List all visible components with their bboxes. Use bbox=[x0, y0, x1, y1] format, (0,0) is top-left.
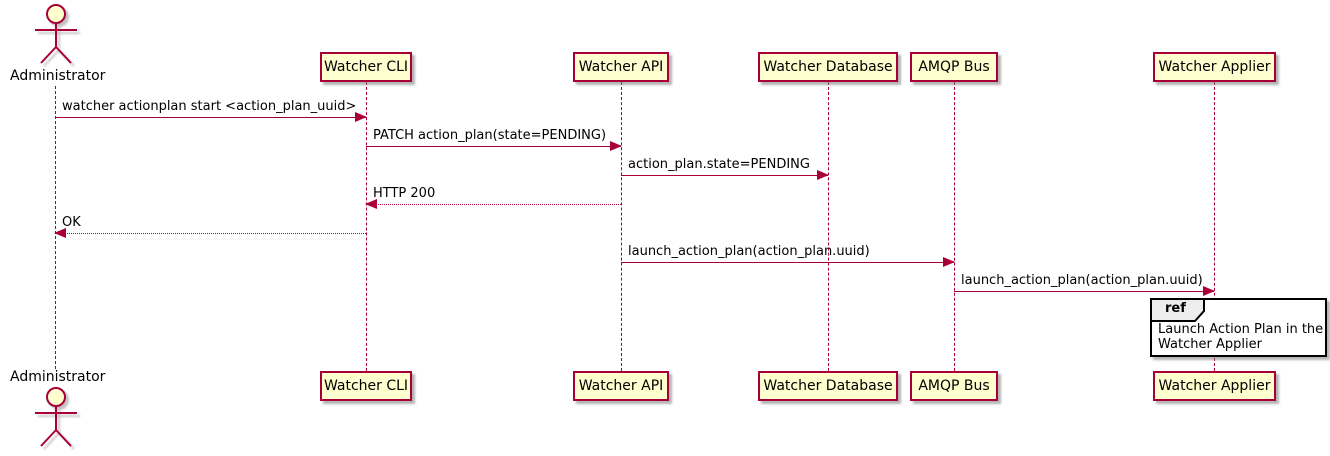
arrowhead-right-icon bbox=[610, 141, 622, 151]
message-line bbox=[55, 233, 366, 234]
message-label: watcher actionplan start <action_plan_uu… bbox=[62, 99, 357, 114]
actor-name-top: Administrator bbox=[10, 68, 106, 84]
message-label: launch_action_plan(action_plan.uuid) bbox=[961, 273, 1203, 288]
participant-watcher-database-top: Watcher Database bbox=[758, 52, 898, 82]
ref-tab-icon bbox=[1150, 298, 1205, 322]
participant-watcher-cli-top: Watcher CLI bbox=[320, 52, 412, 82]
ref-text-line1: Launch Action Plan in the bbox=[1158, 322, 1324, 337]
ref-text-line2: Watcher Applier bbox=[1158, 337, 1262, 352]
message-line bbox=[621, 175, 828, 176]
participant-watcher-api-bottom: Watcher API bbox=[573, 371, 669, 401]
lifeline-amqp-bus bbox=[954, 82, 955, 371]
lifeline-watcher-applier bbox=[1214, 82, 1215, 371]
actor-figure-icon bbox=[35, 387, 77, 447]
participant-watcher-applier-bottom: Watcher Applier bbox=[1153, 371, 1276, 401]
lifeline-watcher-database bbox=[828, 82, 829, 371]
message-line bbox=[621, 262, 954, 263]
lifeline-watcher-api bbox=[621, 82, 622, 371]
message-label: PATCH action_plan(state=PENDING) bbox=[373, 128, 607, 143]
participant-watcher-api-top: Watcher API bbox=[573, 52, 669, 82]
participant-watcher-database-bottom: Watcher Database bbox=[758, 371, 898, 401]
arrowhead-right-icon bbox=[817, 170, 829, 180]
arrowhead-left-icon bbox=[365, 199, 377, 209]
actor-figure-icon bbox=[35, 4, 77, 64]
actor-name-bottom: Administrator bbox=[10, 369, 106, 385]
message-line bbox=[55, 117, 366, 118]
message-label: launch_action_plan(action_plan.uuid) bbox=[628, 244, 870, 259]
message-line bbox=[366, 146, 621, 147]
lifeline-administrator bbox=[55, 86, 56, 369]
message-line bbox=[954, 291, 1214, 292]
ref-fragment: ref Launch Action Plan in the Watcher Ap… bbox=[1150, 298, 1327, 357]
message-label: HTTP 200 bbox=[373, 186, 436, 201]
arrowhead-right-icon bbox=[355, 112, 367, 122]
lifeline-watcher-cli bbox=[366, 82, 367, 371]
arrowhead-right-icon bbox=[1203, 286, 1215, 296]
arrowhead-right-icon bbox=[943, 257, 955, 267]
message-label: OK bbox=[62, 215, 81, 230]
participant-amqp-bus-top: AMQP Bus bbox=[910, 52, 998, 82]
message-line bbox=[366, 204, 621, 205]
participant-watcher-applier-top: Watcher Applier bbox=[1153, 52, 1276, 82]
arrowhead-left-icon bbox=[54, 228, 66, 238]
message-label: action_plan.state=PENDING bbox=[628, 157, 810, 172]
ref-keyword: ref bbox=[1165, 301, 1186, 316]
participant-amqp-bus-bottom: AMQP Bus bbox=[910, 371, 998, 401]
participant-watcher-cli-bottom: Watcher CLI bbox=[320, 371, 412, 401]
